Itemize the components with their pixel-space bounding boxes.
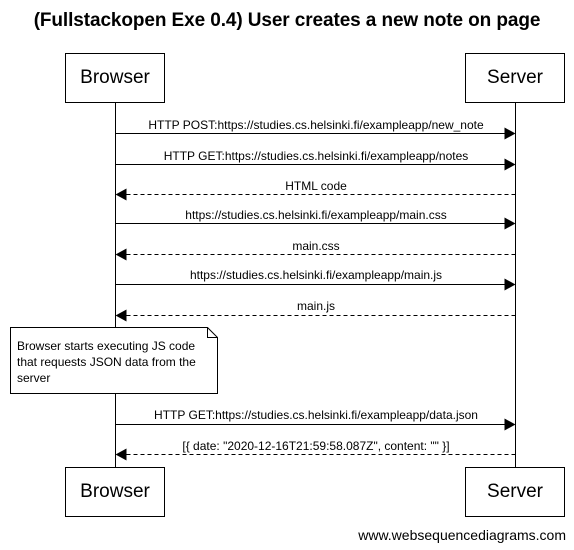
message-label: https://studies.cs.helsinki.fi/exampleap… [189,268,443,282]
browser-actor-top: Browser [65,53,165,103]
message-label: HTTP GET:https://studies.cs.helsinki.fi/… [163,149,469,163]
message-arrowhead [115,309,127,322]
server-lifeline [515,103,516,467]
browser-actor-bottom-label: Browser [80,481,150,502]
server-actor-bottom-label: Server [487,481,543,502]
server-actor-top: Server [465,53,565,103]
note-fold [207,327,218,338]
message-label: main.css [292,239,340,253]
browser-actor-top-label: Browser [80,67,150,88]
message-label: HTTP POST:https://studies.cs.helsinki.fi… [148,118,484,132]
message-label: [{ date: "2020-12-16T21:59:58.087Z", con… [182,439,450,453]
note-line: Browser starts executing JS code [17,339,196,353]
browser-actor-bottom: Browser [65,467,165,517]
message-arrowhead [504,278,516,291]
message-arrowhead [504,217,516,230]
message-arrowhead [115,248,127,261]
message-arrowhead [115,448,127,461]
note-shape [10,327,218,394]
message-label: main.js [296,299,336,313]
message-arrowhead [504,158,516,171]
message-label: https://studies.cs.helsinki.fi/exampleap… [185,208,447,222]
diagram-title: (Fullstackopen Exe 0.4) User creates a n… [33,10,541,31]
message-arrowhead [115,188,127,201]
note-text: Browser starts executing JS code that re… [17,338,222,386]
message-arrowhead [504,418,516,431]
note-line: server [17,371,51,385]
footer-watermark: www.websequencediagrams.com [358,527,566,543]
server-actor-top-label: Server [487,67,543,88]
server-actor-bottom: Server [465,467,565,517]
message-arrowhead [504,127,516,140]
message-label: HTTP GET:https://studies.cs.helsinki.fi/… [154,408,478,422]
note-line: that requests JSON data from the [17,355,196,369]
message-label: HTML code [285,179,347,193]
